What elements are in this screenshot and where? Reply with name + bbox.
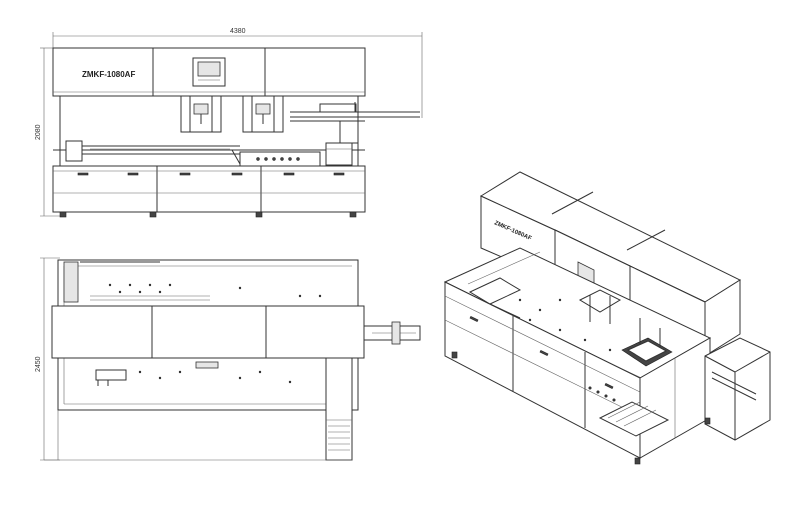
feeder-unit (65, 140, 83, 162)
table-holes (108, 283, 322, 384)
top-view: 2450 (35, 257, 421, 461)
front-view: 4380 2080 ZMKF-1080AF (35, 28, 423, 218)
iso-delivery-tray (598, 401, 670, 437)
front-height-dimension: 2080 (35, 124, 42, 140)
control-panel (239, 151, 321, 167)
top-stacker-tower (325, 357, 353, 461)
isometric-view: ZMKF-1080AF (443, 171, 771, 465)
top-depth-dimension: 2450 (35, 356, 42, 372)
iso-stacker (704, 337, 771, 441)
gantry-heads (180, 95, 284, 133)
top-gantry-band (51, 305, 365, 359)
outfeed-conveyor (290, 102, 420, 144)
lower-cabinet (52, 165, 366, 213)
front-model-label: ZMKF-1080AF (82, 70, 135, 79)
front-width-dimension: 4380 (230, 28, 246, 35)
